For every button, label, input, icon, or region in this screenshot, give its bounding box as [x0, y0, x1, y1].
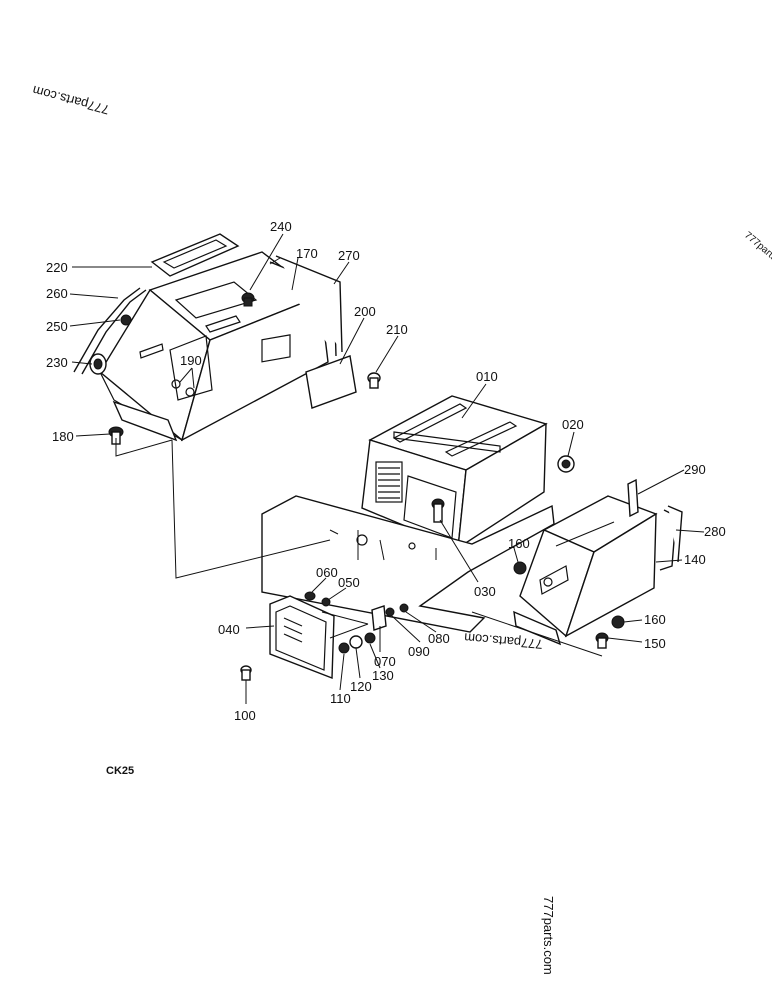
callout-180: 180 — [52, 429, 74, 444]
callout-230: 230 — [46, 355, 68, 370]
grommet-160b-part — [611, 615, 625, 629]
callout-220: 220 — [46, 260, 68, 275]
side-cover-part — [513, 495, 658, 646]
grommet-250-part — [120, 314, 132, 326]
seal-strip-220-part — [150, 233, 240, 277]
callout-150: 150 — [644, 636, 666, 651]
callout-110: 110 — [330, 691, 351, 706]
callout-160-left: 160 — [508, 536, 530, 551]
nut-120-part — [349, 635, 363, 649]
callout-080: 080 — [428, 631, 450, 646]
plug-240-part — [241, 292, 255, 307]
washer-130-part — [364, 632, 376, 644]
callout-210: 210 — [386, 322, 408, 337]
callout-020: 020 — [562, 417, 584, 432]
callout-labels: 010 020 030 040 050 060 070 080 090 100 … — [46, 219, 726, 723]
leader-lines — [69, 233, 705, 704]
hood-cover-part — [99, 251, 329, 442]
strip-290-part — [627, 478, 639, 518]
washer-110-part — [338, 642, 350, 654]
bolt-100-part — [240, 665, 252, 681]
callout-190: 190 — [180, 353, 202, 368]
seal-strip-270-part — [269, 255, 343, 357]
grommet-230-part — [89, 353, 107, 375]
callout-040: 040 — [218, 622, 240, 637]
callout-130: 130 — [372, 668, 394, 683]
callout-140: 140 — [684, 552, 706, 567]
callout-030: 030 — [474, 584, 496, 599]
callout-010: 010 — [476, 369, 498, 384]
strip-280-part — [659, 505, 683, 571]
grommet-020-part — [557, 455, 575, 473]
callout-100: 100 — [234, 708, 256, 723]
diagram-caption: CK25 — [106, 765, 134, 777]
callout-290: 290 — [684, 462, 706, 477]
callout-170: 170 — [296, 246, 318, 261]
base-plate-part — [261, 495, 555, 633]
bolt-030-part — [431, 498, 445, 523]
callout-070: 070 — [374, 654, 396, 669]
callout-200: 200 — [354, 304, 376, 319]
bolt-060-part — [304, 591, 316, 601]
bolt-210-part — [367, 372, 381, 389]
washer-090-part — [385, 607, 395, 617]
callout-120: 120 — [350, 679, 372, 694]
watermark-center: 777parts.com — [463, 630, 543, 652]
bracket-070-part — [371, 605, 387, 631]
callout-280: 280 — [704, 524, 726, 539]
bolt-150-part — [595, 632, 609, 649]
callout-090: 090 — [408, 644, 430, 659]
front-panel-040-part — [269, 595, 335, 680]
callout-270: 270 — [338, 248, 360, 263]
plate-200-part — [305, 355, 357, 409]
callout-260: 260 — [46, 286, 68, 301]
callout-060: 060 — [316, 565, 338, 580]
callout-240: 240 — [270, 219, 292, 234]
seal-strip-260-part — [73, 287, 147, 375]
callout-050: 050 — [338, 575, 360, 590]
washer-080-part — [399, 603, 409, 613]
callout-250: 250 — [46, 319, 68, 334]
watermark-top-left: 777parts.com — [31, 83, 111, 118]
watermark-bottom: 777parts.com — [541, 896, 556, 975]
grommet-160a-part — [513, 561, 527, 575]
watermark-right-edge: 777parts.com — [742, 230, 772, 277]
callout-160-right: 160 — [644, 612, 666, 627]
